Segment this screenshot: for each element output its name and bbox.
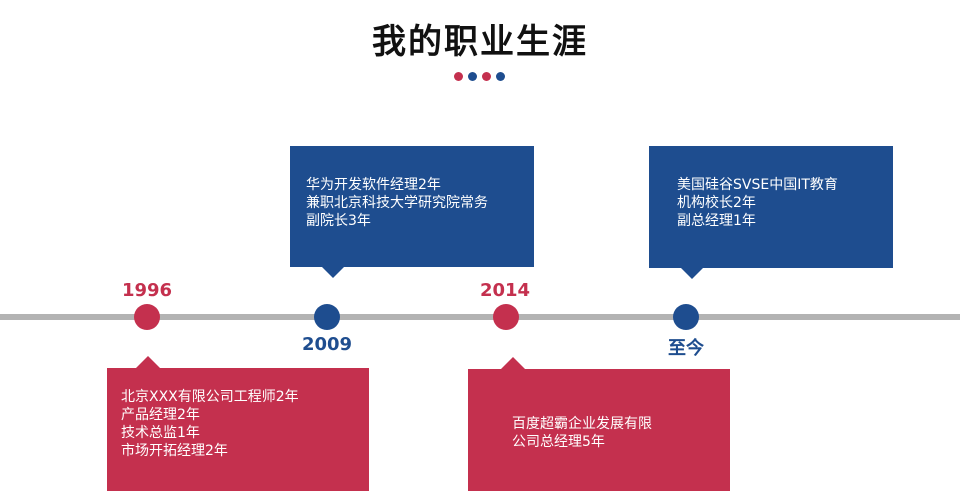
milestone-box-present: 美国硅谷SVSE中国IT教育 机构校长2年 副总经理1年 bbox=[649, 146, 893, 268]
timeline-axis bbox=[0, 314, 960, 320]
year-label-present: 至今 bbox=[668, 338, 704, 359]
year-label-2009: 2009 bbox=[301, 334, 353, 355]
decoration-dot bbox=[496, 72, 505, 81]
milestone-text-line: 百度超霸企业发展有限 bbox=[512, 416, 652, 432]
milestone-text-line: 公司总经理5年 bbox=[512, 434, 605, 450]
milestone-text-line: 机构校长2年 bbox=[677, 195, 756, 211]
callout-pointer bbox=[136, 356, 160, 368]
decoration-dot bbox=[468, 72, 477, 81]
milestone-box-2014: 百度超霸企业发展有限 公司总经理5年 bbox=[468, 369, 730, 491]
milestone-text-line: 副总经理1年 bbox=[677, 213, 756, 229]
milestone-text-line: 技术总监1年 bbox=[121, 425, 200, 441]
callout-pointer bbox=[321, 266, 345, 278]
decoration-dot bbox=[482, 72, 491, 81]
milestone-text-line: 华为开发软件经理2年 bbox=[306, 177, 441, 193]
milestone-text-line: 北京XXX有限公司工程师2年 bbox=[121, 389, 299, 405]
timeline-node-2009 bbox=[314, 304, 340, 330]
timeline-node-1996 bbox=[134, 304, 160, 330]
milestone-text-line: 产品经理2年 bbox=[121, 407, 200, 423]
milestone-text-line: 兼职北京科技大学研究院常务 bbox=[306, 195, 488, 211]
callout-pointer bbox=[501, 357, 525, 369]
slide-title: 我的职业生涯 bbox=[372, 22, 588, 62]
year-label-2014: 2014 bbox=[479, 280, 531, 301]
milestone-box-2009: 华为开发软件经理2年 兼职北京科技大学研究院常务 副院长3年 bbox=[290, 146, 534, 267]
timeline-node-present bbox=[673, 304, 699, 330]
timeline-node-2014 bbox=[493, 304, 519, 330]
milestone-box-1996: 北京XXX有限公司工程师2年 产品经理2年 技术总监1年 市场开拓经理2年 bbox=[107, 368, 369, 491]
milestone-text-line: 市场开拓经理2年 bbox=[121, 443, 228, 459]
callout-pointer bbox=[680, 267, 704, 279]
title-decoration-dots bbox=[454, 72, 505, 81]
milestone-text-line: 副院长3年 bbox=[306, 213, 371, 229]
milestone-text-line: 美国硅谷SVSE中国IT教育 bbox=[677, 177, 838, 193]
decoration-dot bbox=[454, 72, 463, 81]
year-label-1996: 1996 bbox=[121, 280, 173, 301]
